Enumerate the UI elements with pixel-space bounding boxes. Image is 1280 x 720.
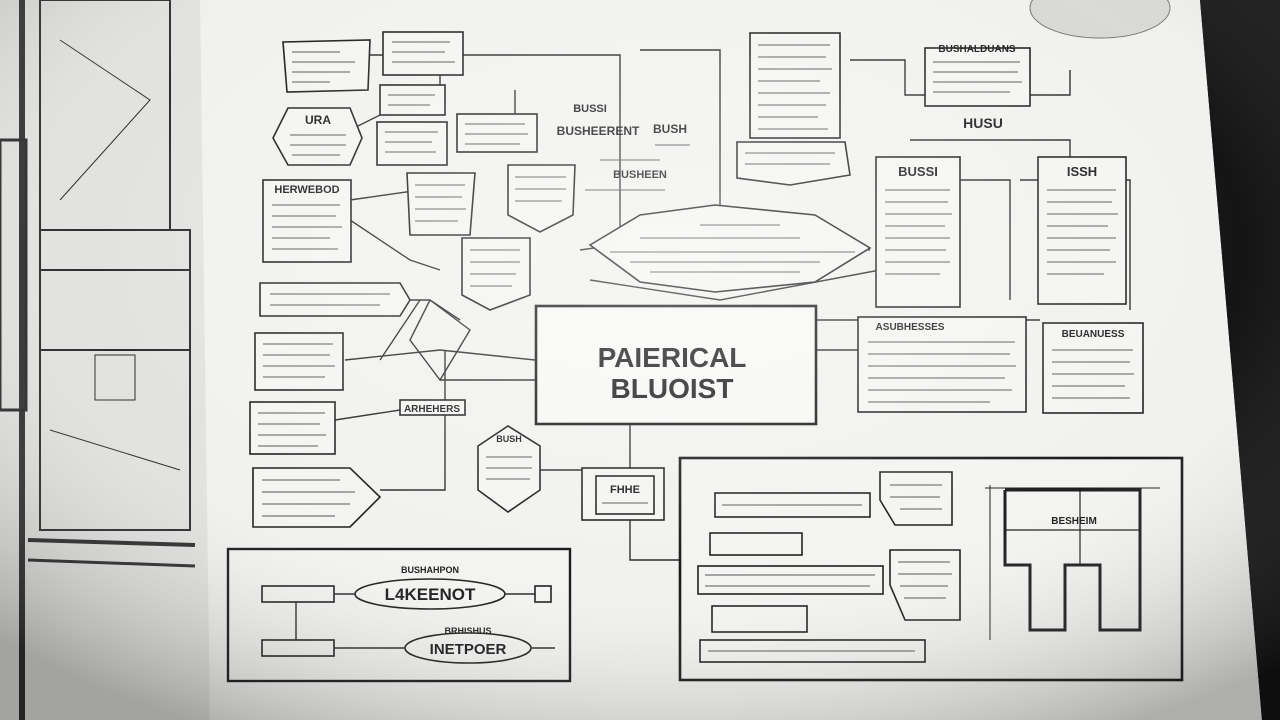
plan-room-label: BESHEIM	[1051, 516, 1097, 527]
note-box-asubhesses: ASUBHESSES	[857, 316, 1027, 413]
note-block-top-tall	[749, 32, 841, 139]
top-right-title: BUSHALDUANS	[938, 44, 1016, 55]
label-bussi: BUSSI	[573, 103, 607, 115]
note-box-top-left	[282, 39, 371, 93]
note-box-mid-small	[376, 121, 448, 166]
note-card-beuanuess: BEUANUESS	[1042, 322, 1144, 414]
center-title-line1: PAIERICAL	[598, 342, 747, 373]
note-card-issh: ISSH	[1037, 156, 1127, 305]
note-box-top-2	[382, 31, 464, 76]
bottom-left-panel: BUSHAHPON L4KEENOT BRHISHUS INETPOER	[226, 547, 572, 683]
hex-bottom-title: BUSH	[496, 434, 522, 444]
card-bussi-title: BUSSI	[898, 164, 938, 179]
hex-title: URA	[305, 113, 331, 127]
note-box-herwebod: HERWEBOD	[262, 179, 352, 263]
card-issh-title: ISSH	[1067, 164, 1097, 179]
note-box-flag	[736, 141, 851, 186]
label-bush: BUSH	[653, 122, 687, 136]
note-bar-left	[259, 282, 411, 317]
note-box-left-3	[249, 401, 336, 455]
hex-node-ura: URA	[272, 107, 363, 166]
right-mid-label: HUSU	[963, 115, 1003, 131]
oval-1-label: L4KEENOT	[385, 585, 476, 604]
main-center-box: PAIERICAL BLUOIST	[534, 304, 818, 426]
small-box-fhhe: FHHE	[581, 467, 665, 521]
note-box-mid-left	[406, 172, 476, 236]
oval-2-label: INETPOER	[430, 641, 507, 658]
note-box-left-2	[254, 332, 344, 391]
herwebod-title: HERWEBOD	[274, 184, 339, 196]
note-box-mid-2	[456, 113, 538, 153]
label-busheen: BUSHEEN	[613, 169, 667, 181]
card-beuanuess-title: BEUANUESS	[1062, 329, 1125, 340]
note-box-top-3	[379, 84, 446, 116]
arhehers-label: ARHEHERS	[404, 404, 460, 415]
note-box-top-right: BUSHALDUANS	[924, 44, 1031, 107]
note-card-bussi: BUSSI	[875, 156, 961, 308]
note-box-arrow	[461, 237, 531, 311]
center-title-line2: BLUOIST	[611, 373, 734, 404]
bottom-tag-1: BUSHAHPON	[401, 565, 459, 575]
fhhe-label: FHHE	[610, 484, 640, 496]
asubhesses-title: ASUBHESSES	[876, 322, 945, 333]
left-folded-page	[0, 0, 210, 720]
label-busheerent: BUSHEERENT	[557, 124, 640, 138]
label-box-arhehers: ARHEHERS	[399, 399, 466, 416]
